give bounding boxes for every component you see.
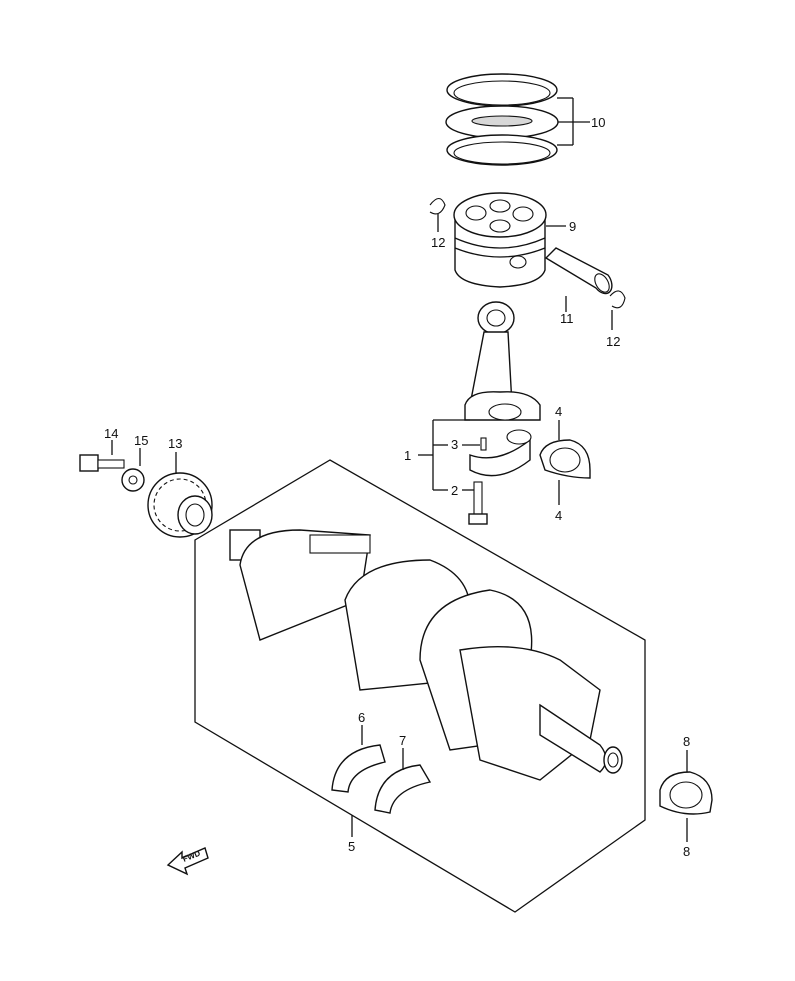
piston[interactable]: [453, 192, 547, 288]
crankshaft-bearing[interactable]: [659, 771, 713, 815]
label-7: 7: [399, 733, 406, 748]
knock-pin[interactable]: [480, 437, 487, 451]
label-4-top: 4: [555, 404, 562, 419]
leader-10: [557, 97, 590, 146]
label-15: 15: [134, 433, 148, 448]
thrust-washer-6[interactable]: [331, 744, 386, 793]
washer-hole: [128, 475, 138, 485]
label-8-top: 8: [683, 734, 690, 749]
cam-drive-sprocket[interactable]: [147, 472, 213, 538]
circlip-right[interactable]: [609, 290, 626, 309]
conrod-bearing[interactable]: [539, 439, 591, 479]
connecting-rod-cap[interactable]: [469, 429, 532, 477]
conrod-bolt[interactable]: [468, 481, 488, 525]
piston-rings[interactable]: [445, 73, 559, 166]
label-14: 14: [104, 426, 118, 441]
thrust-washer-7[interactable]: [374, 764, 432, 814]
label-8-bottom: 8: [683, 844, 690, 859]
crankshaft[interactable]: [229, 529, 623, 781]
label-6: 6: [358, 710, 365, 725]
label-12-left: 12: [431, 235, 445, 250]
leader-1: [418, 419, 480, 491]
crankshaft-group-outline: [194, 459, 646, 913]
connecting-rod[interactable]: [464, 301, 541, 421]
label-4-bottom: 4: [555, 508, 562, 523]
label-3: 3: [451, 437, 458, 452]
forward-arrow-icon: FWD: [166, 847, 209, 876]
label-11: 11: [560, 311, 574, 326]
label-12-right: 12: [606, 334, 620, 349]
label-2: 2: [451, 483, 458, 498]
sprocket-bolt[interactable]: [79, 454, 125, 472]
label-13: 13: [168, 436, 182, 451]
label-10: 10: [591, 115, 605, 130]
label-9: 9: [569, 219, 576, 234]
piston-pin[interactable]: [544, 247, 613, 295]
label-1: 1: [404, 448, 411, 463]
label-5: 5: [348, 839, 355, 854]
circlip-left[interactable]: [429, 197, 446, 215]
